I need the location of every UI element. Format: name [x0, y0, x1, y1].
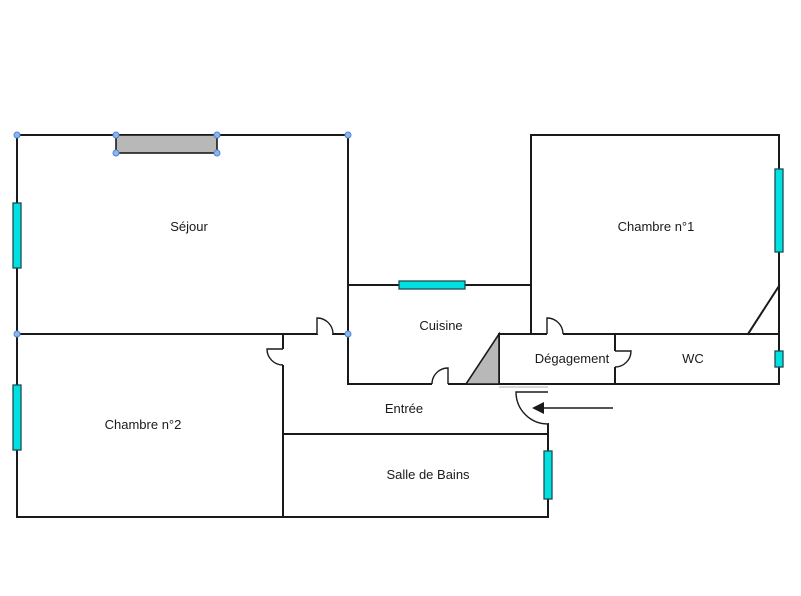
door-chambre-2[interactable] — [266, 348, 284, 366]
label-wc: WC — [682, 351, 704, 366]
label-chambre-2: Chambre n°2 — [105, 417, 182, 432]
window-cuisine[interactable] — [398, 280, 466, 290]
window-chambre-1[interactable] — [774, 168, 784, 253]
label-salle-de-bains: Salle de Bains — [386, 467, 470, 482]
selection-handle[interactable] — [344, 131, 352, 139]
selection-handle[interactable] — [112, 131, 120, 139]
walls — [16, 134, 781, 518]
window-salle-de-bains[interactable] — [543, 450, 553, 500]
wall-chambre-1[interactable] — [530, 134, 780, 335]
cuisine-storage — [464, 331, 500, 385]
windows — [12, 168, 784, 500]
label-chambre-1: Chambre n°1 — [618, 219, 695, 234]
door-sejour-leaf — [316, 317, 334, 335]
wall-sejour[interactable] — [16, 134, 349, 335]
selection-handle[interactable] — [213, 131, 221, 139]
window-sejour[interactable] — [12, 202, 22, 269]
label-cuisine: Cuisine — [419, 318, 462, 333]
window-chambre-2[interactable] — [12, 384, 22, 451]
selection-handle[interactable] — [344, 330, 352, 338]
door-chambre-1[interactable] — [546, 317, 564, 335]
label-entree: Entrée — [385, 401, 423, 416]
window-wc[interactable] — [774, 350, 784, 368]
selection-handle[interactable] — [112, 149, 120, 157]
label-sejour: Séjour — [170, 219, 208, 234]
door-wc[interactable] — [614, 350, 632, 368]
door-cuisine[interactable] — [431, 367, 449, 385]
selection-handle[interactable] — [13, 330, 21, 338]
room-labels: Séjour Chambre n°1 Chambre n°2 Cuisine D… — [105, 219, 704, 482]
label-degagement: Dégagement — [535, 351, 610, 366]
wall-diagonal-chambre-1 — [746, 284, 781, 336]
selection-handles — [13, 131, 352, 338]
selection-handle[interactable] — [13, 131, 21, 139]
selection-handle[interactable] — [213, 149, 221, 157]
entrance-arrow — [532, 402, 613, 414]
fireplace[interactable] — [115, 134, 218, 154]
